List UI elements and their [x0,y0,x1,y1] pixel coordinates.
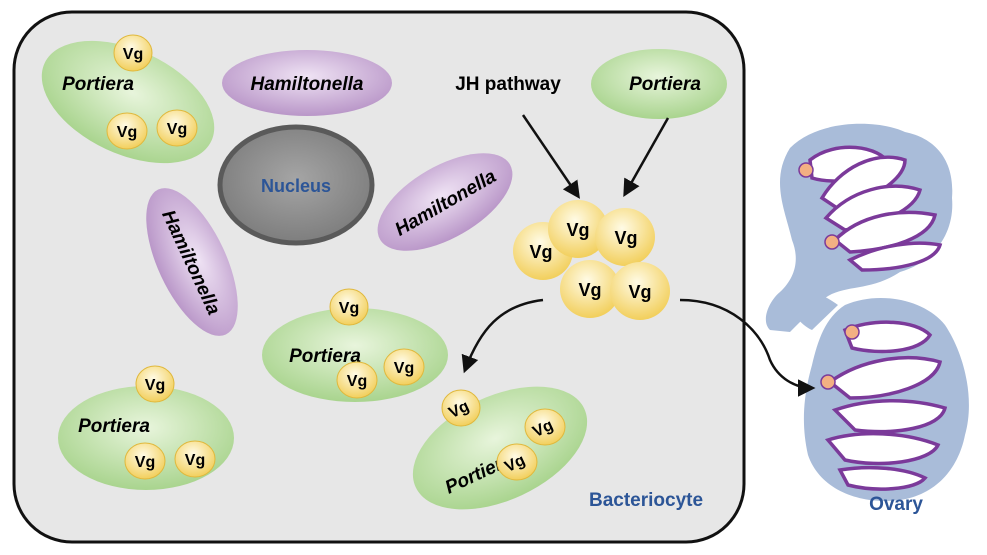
svg-text:Vg: Vg [566,220,589,240]
vg-protein: Vg [610,262,670,320]
nucleus-label: Nucleus [261,176,331,196]
portiera-symbiont: Portiera Vg Vg Vg [58,365,234,490]
arrow-vg-to-portiera [461,298,544,374]
ovary-label: Ovary [869,494,923,515]
portiera-symbiont: Portiera Vg Vg Vg [412,386,588,510]
nucleus [217,124,375,246]
arrow-vg-to-ovary [679,298,816,397]
portiera-label: Portiera [629,74,701,95]
portiera-symbiont: Portiera Vg Vg Vg [41,34,215,164]
vg-protein: Vg [124,442,166,480]
svg-text:Vg: Vg [145,377,165,394]
vg-protein: Vg [383,348,425,386]
svg-text:Vg: Vg [135,454,155,471]
vg-protein: Vg [441,389,481,427]
arrow-portiera-to-vg [623,117,670,198]
vg-cluster: Vg Vg Vg Vg Vg [513,200,670,320]
vg-protein: Vg [329,288,369,326]
portiera-symbiont: Portiera Vg Vg Vg [262,288,448,402]
svg-text:Vg: Vg [347,373,367,390]
jh-pathway-label: JH pathway [455,74,561,95]
vg-protein: Vg [595,208,655,266]
svg-text:Vg: Vg [614,228,637,248]
portiera-label: Portiera [78,416,150,437]
vg-protein: Vg [174,440,216,478]
vg-protein: Vg [113,34,153,72]
svg-text:Vg: Vg [167,121,187,138]
svg-text:Vg: Vg [123,46,143,63]
svg-text:Vg: Vg [628,282,651,302]
ovary [765,123,969,501]
vg-protein: Vg [106,112,148,150]
svg-text:Vg: Vg [117,124,137,141]
hamiltonella-label: Hamiltonella [251,74,364,95]
portiera-label: Portiera [62,74,134,95]
svg-text:Vg: Vg [185,452,205,469]
vg-protein: Vg [548,200,608,258]
vg-protein: Vg [156,109,198,147]
vg-protein: Vg [336,361,378,399]
vg-protein: Vg [560,260,620,318]
svg-text:Vg: Vg [394,360,414,377]
hamiltonella-symbiont: Hamiltonella [222,50,392,116]
arrow-jh-to-vg [521,114,580,199]
vg-protein: Vg [135,365,175,403]
svg-text:Vg: Vg [529,242,552,262]
svg-text:Vg: Vg [578,280,601,300]
bacteriocyte-label: Bacteriocyte [589,490,703,511]
svg-text:Vg: Vg [339,300,359,317]
vg-protein: Vg [496,443,538,481]
vg-protein: Vg [524,408,566,446]
portiera-label: Portiera [289,346,361,367]
portiera-symbiont: Portiera [591,49,727,119]
